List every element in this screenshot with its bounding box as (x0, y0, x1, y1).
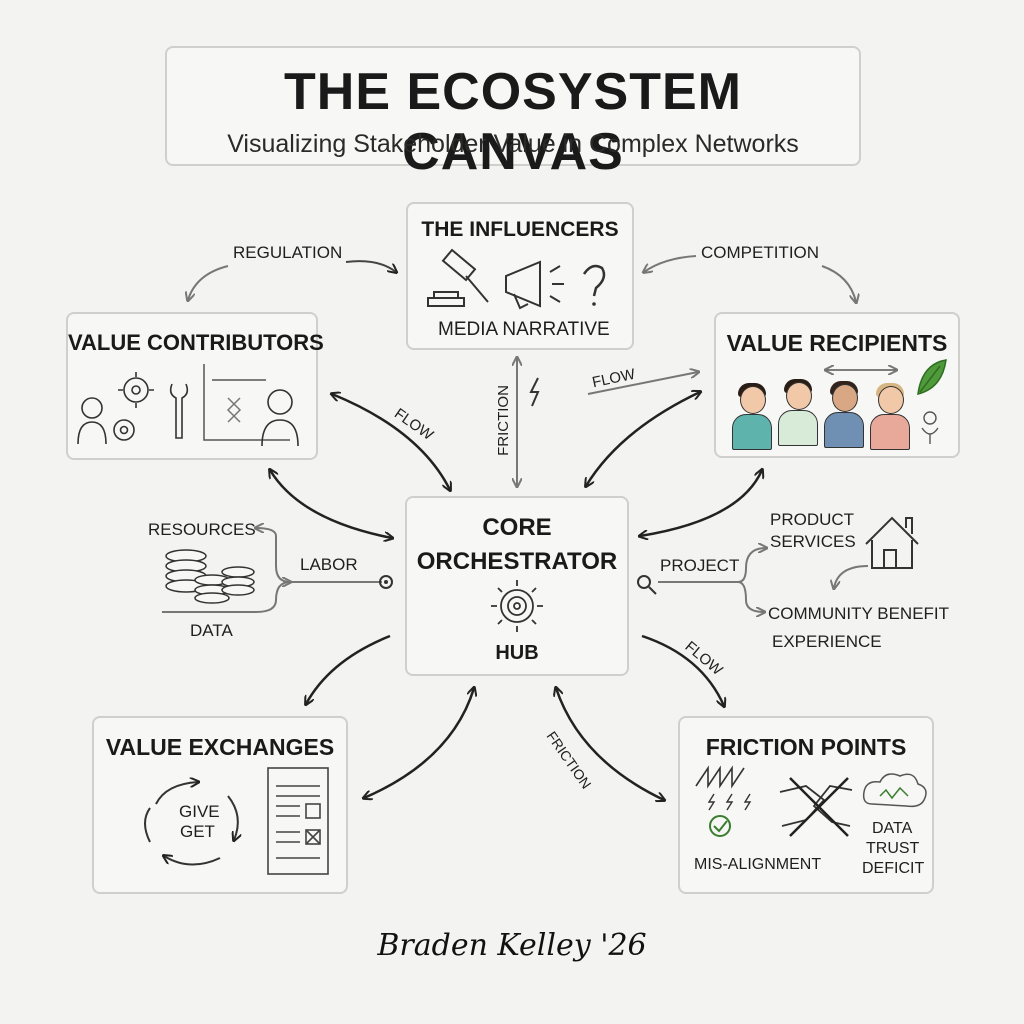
recipient-person-icon (824, 381, 864, 448)
competition-arrow (821, 265, 856, 302)
friction-label: FRICTION (494, 385, 512, 456)
core-title-line2: ORCHESTRATOR (416, 548, 618, 575)
competition-label: COMPETITION (701, 243, 820, 262)
core-orchestrator-box: CORE ORCHESTRATOR HUB (405, 496, 629, 676)
regulation-arrow (345, 260, 396, 272)
friction-label: FRICTION (543, 728, 595, 792)
core-caption: HUB (495, 642, 539, 664)
flow-label: FLOW (391, 405, 437, 444)
flow-arrow (332, 394, 450, 490)
flow-arrow (306, 634, 391, 704)
friction-points-title: FRICTION POINTS (705, 734, 907, 760)
flow-label: FLOW (590, 365, 637, 392)
value-recipients-box: VALUE RECIPIENTS (714, 312, 960, 458)
resources-label: RESOURCES (148, 520, 256, 539)
product-label: PRODUCT (770, 510, 855, 529)
value-contributors-title: VALUE CONTRIBUTORS (68, 330, 324, 355)
signature: Braden Kelley '26 (377, 928, 647, 963)
page-title: THE ECOSYSTEM CANVAS (284, 63, 742, 181)
services-label: SERVICES (770, 532, 856, 551)
value-recipients-title: VALUE RECIPIENTS (726, 330, 948, 356)
influencers-caption: MEDIA NARRATIVE (438, 319, 610, 340)
data-trust-label: DEFICIT (862, 860, 925, 877)
data-trust-label: TRUST (866, 840, 920, 857)
regulation-label: REGULATION (233, 243, 343, 262)
competition-arrow (644, 255, 697, 272)
experience-label: EXPERIENCE (772, 632, 882, 651)
lightning-icon (529, 377, 540, 407)
regulation-arrow (188, 265, 229, 300)
flow-arrow (586, 392, 700, 486)
misalignment-label: MIS-ALIGNMENT (694, 856, 822, 873)
flow-arrow (640, 470, 762, 536)
house-icon (865, 516, 919, 569)
friction-arrow (556, 688, 664, 800)
core-title-line1: CORE (482, 514, 552, 541)
value-contributors-box: VALUE CONTRIBUTORS (66, 312, 324, 460)
title-box: THE ECOSYSTEM CANVAS Visualizing Stakeho… (165, 46, 861, 181)
friction-points-box: FRICTION POINTS MIS-ALIGNMENT DATA TRUST… (678, 716, 934, 894)
get-label: GET (180, 822, 215, 841)
influencers-box: THE INFLUENCERS MEDIA NARRATIVE (406, 202, 634, 350)
coins-icon (165, 549, 255, 604)
recipient-person-icon (870, 383, 910, 450)
flow-arrow (364, 688, 474, 798)
value-exchanges-title: VALUE EXCHANGES (105, 734, 335, 760)
influencers-title: THE INFLUENCERS (421, 218, 619, 241)
project-label: PROJECT (660, 556, 740, 575)
flow-label: FLOW (681, 638, 726, 679)
data-trust-label: DATA (872, 820, 913, 837)
data-label: DATA (190, 621, 233, 640)
recipient-person-icon (778, 379, 818, 446)
flow-arrow (270, 470, 392, 538)
page-subtitle: Visualizing Stakeholder Value in Complex… (227, 130, 799, 158)
labor-label: LABOR (300, 555, 358, 574)
value-exchanges-box: VALUE EXCHANGES GIVE GET (92, 716, 348, 894)
recipient-person-icon (732, 383, 772, 450)
give-label: GIVE (179, 802, 220, 821)
community-benefit-label: COMMUNITY BENEFIT (768, 604, 950, 623)
